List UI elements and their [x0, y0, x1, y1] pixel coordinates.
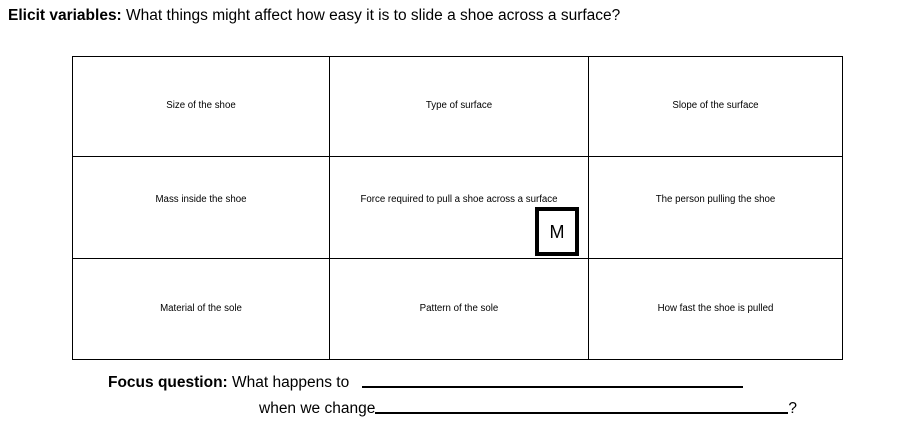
variable-cell-type-of-surface[interactable]: Type of surface — [329, 56, 589, 157]
elicit-variables-label: Elicit variables: — [8, 7, 122, 24]
variable-cell-slope-of-the-surface[interactable]: Slope of the surface — [588, 56, 843, 157]
focus-question-block: Focus question: What happens to when we … — [0, 370, 910, 422]
variable-label: Size of the shoe — [166, 100, 236, 111]
table-row: Material of the sole Pattern of the sole… — [72, 258, 843, 360]
variable-label: Force required to pull a shoe across a s… — [360, 194, 558, 205]
variable-label: Type of surface — [425, 100, 493, 111]
focus-question-line-2-text: when we change — [259, 400, 376, 417]
focus-question-line-1-text: What happens to — [227, 374, 354, 391]
variable-cell-material-of-the-sole[interactable]: Material of the sole — [72, 258, 330, 360]
elicit-variables-question: What things might affect how easy it is … — [121, 7, 621, 24]
focus-question-line-2: when we change? — [0, 396, 910, 422]
elicit-variables-prompt: Elicit variables: What things might affe… — [8, 6, 620, 25]
variable-label: How fast the shoe is pulled — [657, 303, 774, 314]
focus-question-mark: ? — [788, 400, 797, 417]
variable-label: Material of the sole — [160, 303, 242, 314]
variable-cell-force-required[interactable]: Force required to pull a shoe across a s… — [329, 156, 589, 259]
variable-label: The person pulling the shoe — [655, 194, 776, 205]
measured-variable-marker[interactable]: M — [535, 207, 579, 256]
focus-question-blank-1[interactable] — [361, 372, 743, 388]
variable-cell-how-fast-the-shoe-is-pulled[interactable]: How fast the shoe is pulled — [588, 258, 843, 360]
table-row: Mass inside the shoe Force required to p… — [72, 156, 843, 259]
table-row: Size of the shoe Type of surface Slope o… — [72, 56, 843, 157]
variable-cell-size-of-the-shoe[interactable]: Size of the shoe — [72, 56, 330, 157]
variable-label: Pattern of the sole — [419, 303, 499, 314]
variable-label: Mass inside the shoe — [155, 194, 247, 205]
focus-question-label: Focus question: — [108, 374, 228, 391]
variables-table: Size of the shoe Type of surface Slope o… — [72, 56, 843, 360]
focus-question-blank-2[interactable] — [375, 398, 789, 414]
variable-cell-pattern-of-the-sole[interactable]: Pattern of the sole — [329, 258, 589, 360]
variable-cell-mass-inside-the-shoe[interactable]: Mass inside the shoe — [72, 156, 330, 259]
variable-label: Slope of the surface — [672, 100, 759, 111]
variable-cell-person-pulling-the-shoe[interactable]: The person pulling the shoe — [588, 156, 843, 259]
focus-question-line-1: Focus question: What happens to — [0, 370, 910, 396]
